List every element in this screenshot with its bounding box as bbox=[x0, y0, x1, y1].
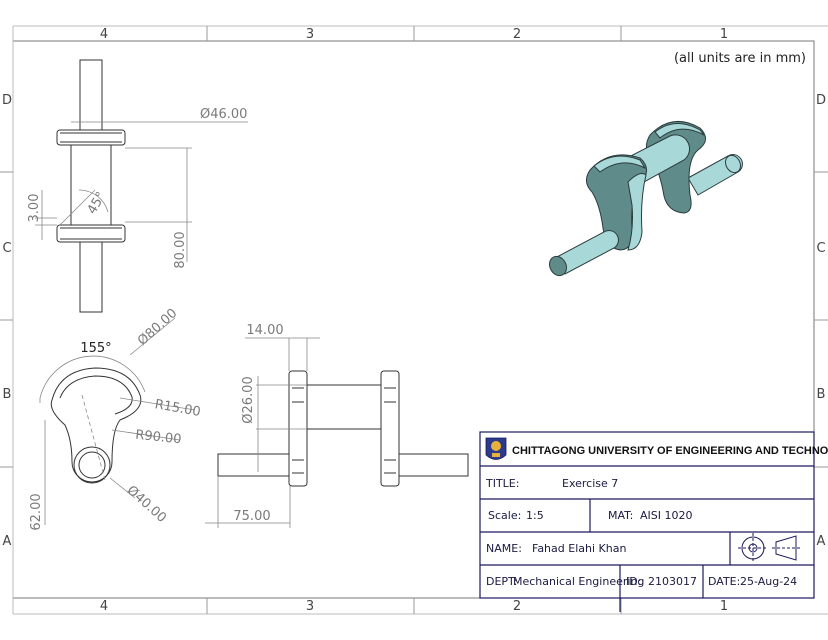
id-label: ID: bbox=[626, 575, 641, 588]
front-view-dims bbox=[35, 121, 248, 262]
dim-75: 75.00 bbox=[233, 509, 270, 524]
zone-top-1: 1 bbox=[720, 27, 728, 42]
zone-left-c: C bbox=[2, 241, 11, 256]
dim-62: 62.00 bbox=[29, 493, 44, 530]
date-label: DATE: bbox=[708, 575, 740, 588]
side-view bbox=[50, 367, 142, 484]
zone-top-4: 4 bbox=[100, 27, 108, 42]
zone-right-c: C bbox=[816, 241, 825, 256]
dept-label: DEPT: bbox=[486, 575, 517, 588]
zone-bottom-2: 2 bbox=[513, 599, 521, 614]
zone-bottom-1: 1 bbox=[720, 599, 728, 614]
zone-left-b: B bbox=[3, 387, 12, 402]
university-name: CHITTAGONG UNIVERSITY OF ENGINEERING AND… bbox=[512, 445, 828, 457]
zone-left-d: D bbox=[2, 93, 12, 108]
dim-14: 14.00 bbox=[246, 323, 283, 338]
zone-top-2: 2 bbox=[513, 27, 521, 42]
zone-right-d: D bbox=[816, 93, 826, 108]
dim-dia80: Ø80.00 bbox=[135, 306, 180, 349]
dim-3: 3.00 bbox=[27, 194, 42, 223]
isometric-model bbox=[549, 120, 743, 277]
zone-right-b: B bbox=[817, 387, 826, 402]
top-view bbox=[217, 370, 469, 487]
zone-bottom-3: 3 bbox=[306, 599, 314, 614]
dim-80: 80.00 bbox=[173, 231, 188, 268]
scale-value: 1:5 bbox=[526, 509, 544, 522]
id-value: 2103017 bbox=[648, 575, 697, 588]
side-view-dims bbox=[39, 317, 196, 525]
title-block bbox=[479, 431, 815, 612]
zone-bottom-4: 4 bbox=[100, 599, 108, 614]
mat-value: AISI 1020 bbox=[640, 509, 693, 522]
name-label: NAME: bbox=[486, 542, 522, 555]
dept-value: Mechanical Engineering bbox=[513, 575, 644, 588]
scale-label: Scale: bbox=[488, 509, 521, 522]
title-label: TITLE: bbox=[485, 477, 519, 490]
dim-r90: R90.00 bbox=[135, 428, 183, 448]
zone-ticks bbox=[0, 26, 828, 614]
front-view bbox=[56, 59, 126, 313]
units-note: (all units are in mm) bbox=[674, 51, 806, 66]
university-logo-icon bbox=[485, 437, 507, 460]
zone-left-a: A bbox=[3, 534, 12, 549]
zone-right-a: A bbox=[817, 534, 826, 549]
dim-angle-155: 155° bbox=[80, 341, 111, 356]
zone-top-3: 3 bbox=[306, 27, 314, 42]
mat-label: MAT: bbox=[608, 509, 633, 522]
projection-symbol-icon bbox=[738, 533, 800, 563]
dim-dia46: Ø46.00 bbox=[200, 107, 247, 122]
dim-r15: R15.00 bbox=[154, 397, 202, 420]
title-value: Exercise 7 bbox=[562, 477, 618, 490]
dim-dia26: Ø26.00 bbox=[241, 376, 256, 423]
name-value: Fahad Elahi Khan bbox=[532, 542, 626, 555]
date-value: 25-Aug-24 bbox=[740, 575, 797, 588]
dim-dia40: Ø40.00 bbox=[124, 483, 169, 526]
top-view-dims bbox=[205, 337, 320, 528]
